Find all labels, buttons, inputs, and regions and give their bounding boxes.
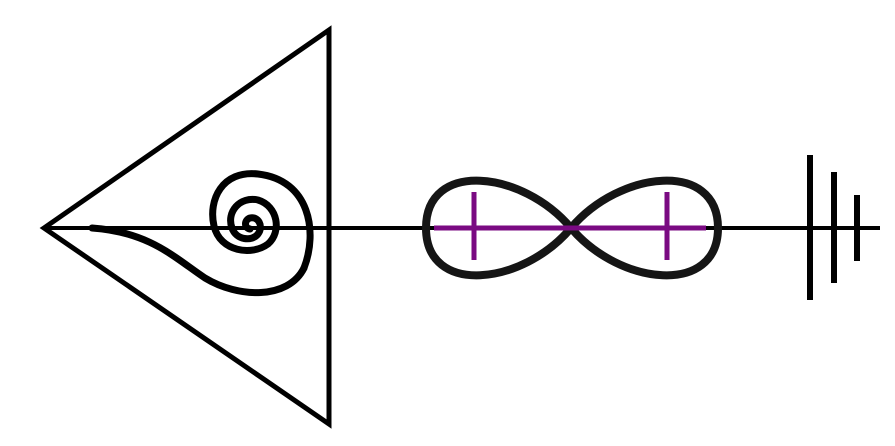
triangle-glyph	[39, 25, 332, 429]
ground-symbol	[807, 155, 860, 300]
spiral-tail	[88, 224, 308, 296]
spiral-glyph	[209, 170, 314, 272]
cross-marks	[434, 192, 706, 260]
